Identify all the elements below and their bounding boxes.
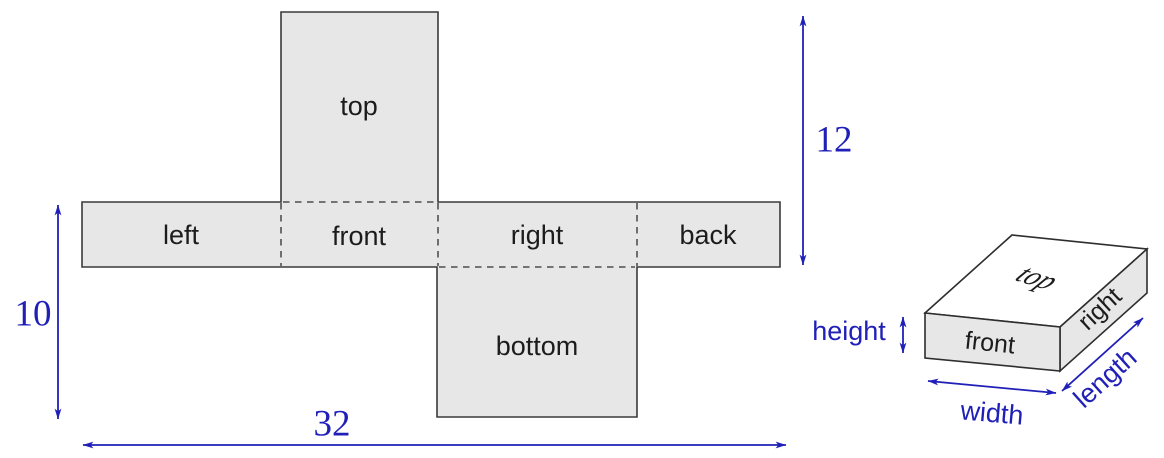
net-face-label-top: top — [340, 91, 378, 121]
box3d-width-label: width — [958, 395, 1024, 430]
dimension-value-10: 10 — [15, 294, 52, 335]
box3d-front-face — [924, 312, 1061, 372]
net-group: top left front right back bottom — [81, 11, 781, 418]
net-face-label-bottom: bottom — [496, 331, 579, 361]
dimension-value-32: 32 — [314, 404, 351, 445]
dimension-value-12: 12 — [816, 120, 853, 161]
net-face-label-front: front — [332, 221, 387, 251]
net-face-label-left: left — [163, 220, 200, 250]
dimension-group: 12 10 32 — [15, 15, 853, 449]
box3d-group: top front right height width length — [812, 234, 1149, 431]
net-face-label-right: right — [511, 220, 564, 250]
box3d-face-label-front: front — [964, 326, 1017, 359]
net-outer-border — [81, 11, 781, 418]
box3d-width-arrow — [927, 378, 1057, 396]
box3d-height-label: height — [812, 316, 886, 346]
net-face-label-back: back — [679, 220, 737, 250]
box3d-length-arrow — [1061, 317, 1144, 392]
net-shape — [82, 12, 780, 417]
